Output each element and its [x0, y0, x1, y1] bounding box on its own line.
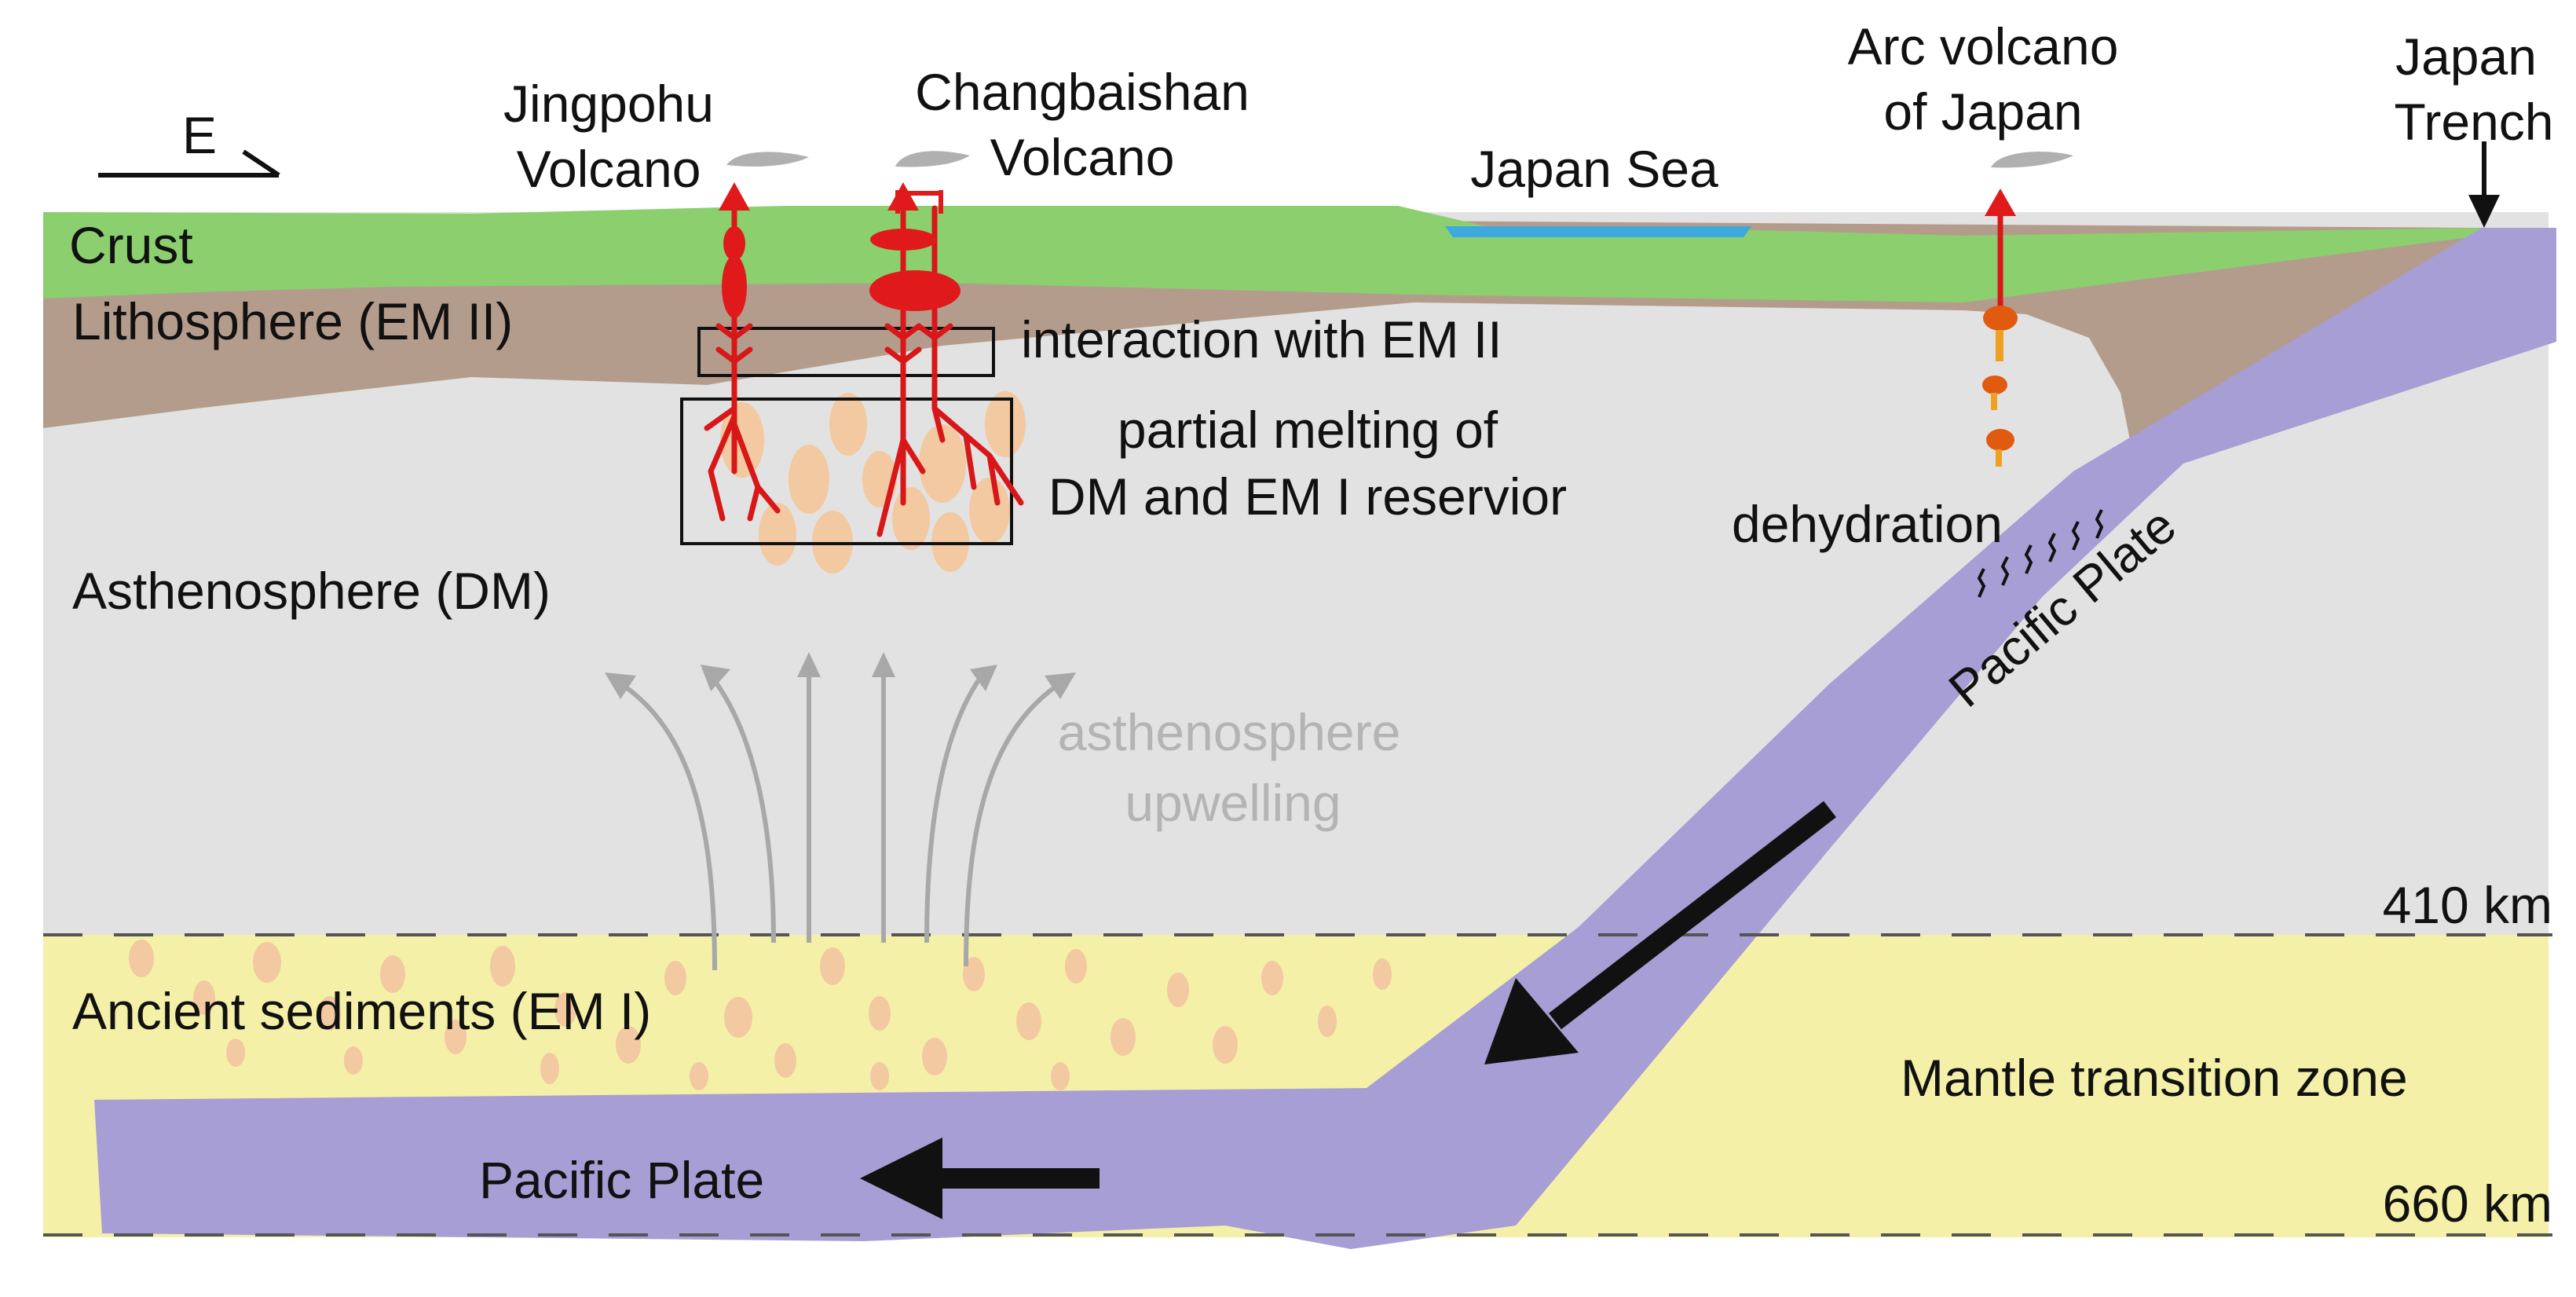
magma-chambers	[722, 190, 961, 318]
partial-melting-box	[680, 398, 1013, 545]
japan-trench-label-line2: Trench	[2395, 93, 2554, 151]
arc-volcano-label-line2: of Japan	[1883, 82, 2082, 141]
crust-layer	[43, 206, 2482, 302]
dehydration-label: dehydration	[1732, 495, 2003, 553]
japan-sea-label: Japan Sea	[1470, 140, 1718, 198]
upwelling-arrowheads	[605, 652, 1076, 699]
lithosphere-label: Lithosphere (EM II)	[72, 292, 513, 350]
slab-motion-arrow	[1484, 801, 1836, 1064]
partial-melting-label-line1: partial melting of	[1118, 401, 1498, 459]
interaction-zone-box	[697, 327, 995, 377]
volcano-icons	[719, 151, 2073, 216]
direction-label: E	[182, 106, 217, 164]
plate-motion-arrow	[860, 1138, 1100, 1219]
depth-660-label: 660 km	[2383, 1174, 2552, 1233]
stagnant-pacific-plate-label: Pacific Plate	[479, 1151, 764, 1209]
partial-melting-label-line2: DM and EM I reservior	[1048, 467, 1567, 526]
upwelling-label-line1: asthenosphere	[1058, 703, 1401, 761]
interaction-label: interaction with EM II	[1021, 310, 1502, 368]
upwelling-label-line2: upwelling	[1125, 774, 1341, 832]
asthenosphere-label: Asthenosphere (DM)	[72, 562, 551, 620]
arc-magma-conduit	[1982, 208, 2018, 467]
ancient-sediments-label: Ancient sediments (EM I)	[72, 982, 651, 1040]
east-direction-arrow	[98, 149, 280, 178]
crust-label: Crust	[69, 216, 193, 274]
trench-arrow	[2468, 141, 2500, 228]
changbaishan-label-line1: Changbaishan	[915, 63, 1250, 121]
japan-trench-label-line1: Japan	[2395, 27, 2537, 86]
mantle-transition-zone-label: Mantle transition zone	[1901, 1049, 2408, 1107]
arc-volcano-label-line1: Arc volcano	[1848, 17, 2119, 75]
japan-sea-water	[1445, 226, 1751, 237]
upwelling-arrows	[619, 674, 1062, 971]
jingpohu-label-line1: Jingpohu	[503, 75, 714, 133]
changbaishan-label-line2: Volcano	[990, 128, 1175, 186]
jingpohu-label-line2: Volcano	[517, 140, 701, 198]
dehydration-marks	[1977, 509, 2104, 598]
depth-410-label: 410 km	[2383, 876, 2552, 934]
pacific-plate-slab	[94, 228, 2556, 1249]
